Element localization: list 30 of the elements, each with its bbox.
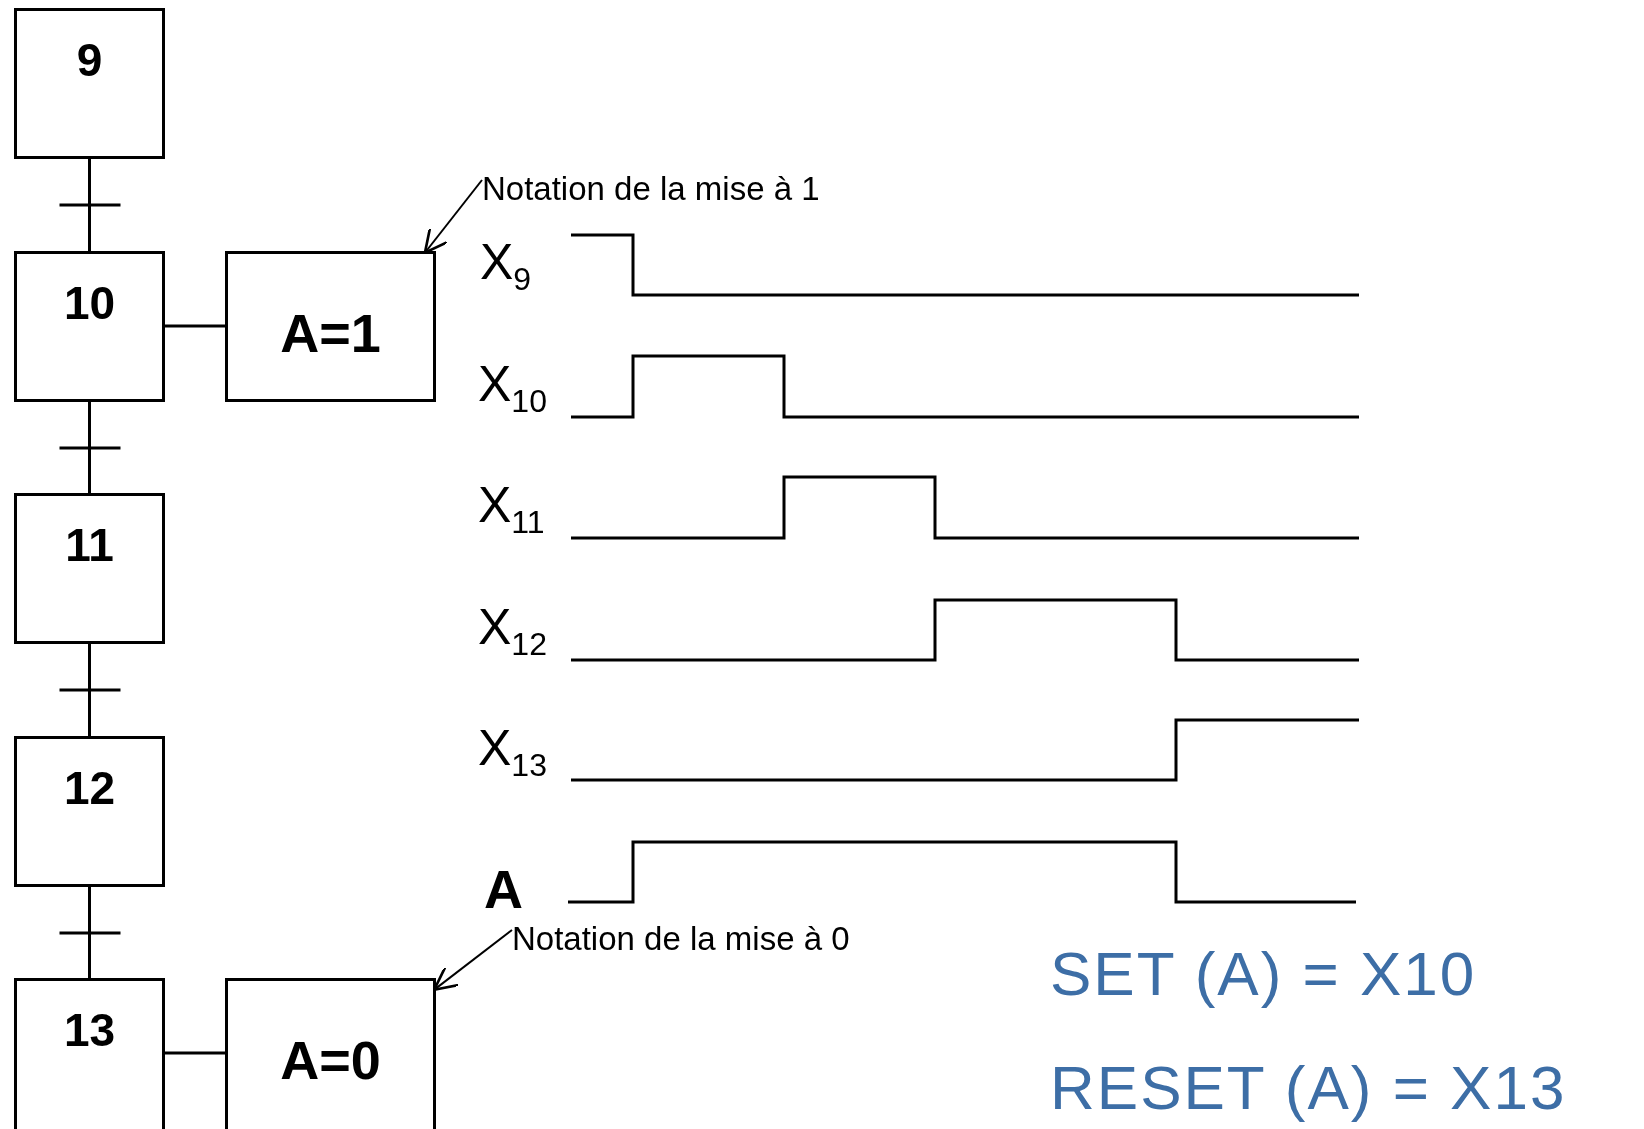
action-label: A=0 (279, 1029, 382, 1091)
link-line (88, 887, 91, 978)
step-number: 9 (75, 33, 104, 87)
link-line (88, 402, 91, 493)
step-box (14, 736, 165, 887)
equation-text: SET (A) = X10 (1050, 938, 1477, 1009)
step-box (14, 978, 165, 1129)
step-box (14, 8, 165, 159)
link-line (88, 644, 91, 736)
action-box (225, 251, 436, 402)
signal-label: X$_{9}$ (480, 233, 532, 298)
signal-label: X$_{12}$ (478, 598, 547, 663)
signal-label: X$_{11}$ (478, 476, 545, 541)
link-line (165, 1051, 225, 1055)
link-line (165, 324, 225, 328)
step-number: 13 (62, 1003, 117, 1057)
step-number: 12 (62, 761, 117, 815)
action-box (225, 978, 436, 1129)
signal-label: X$_{13}$ (478, 719, 547, 784)
step-number: 10 (62, 276, 117, 330)
signal-label: X$_{10}$ (478, 355, 547, 420)
callout-text: Notation de la mise à 0 (512, 920, 850, 958)
equation-text: RESET (A) = X13 (1050, 1052, 1567, 1123)
callout-text: Notation de la mise à 1 (482, 170, 820, 208)
step-box (14, 251, 165, 402)
signal-label: A (484, 858, 523, 920)
step-box (14, 493, 165, 644)
step-number: 11 (64, 518, 115, 572)
link-line (88, 159, 91, 251)
action-label: A=1 (279, 302, 382, 364)
